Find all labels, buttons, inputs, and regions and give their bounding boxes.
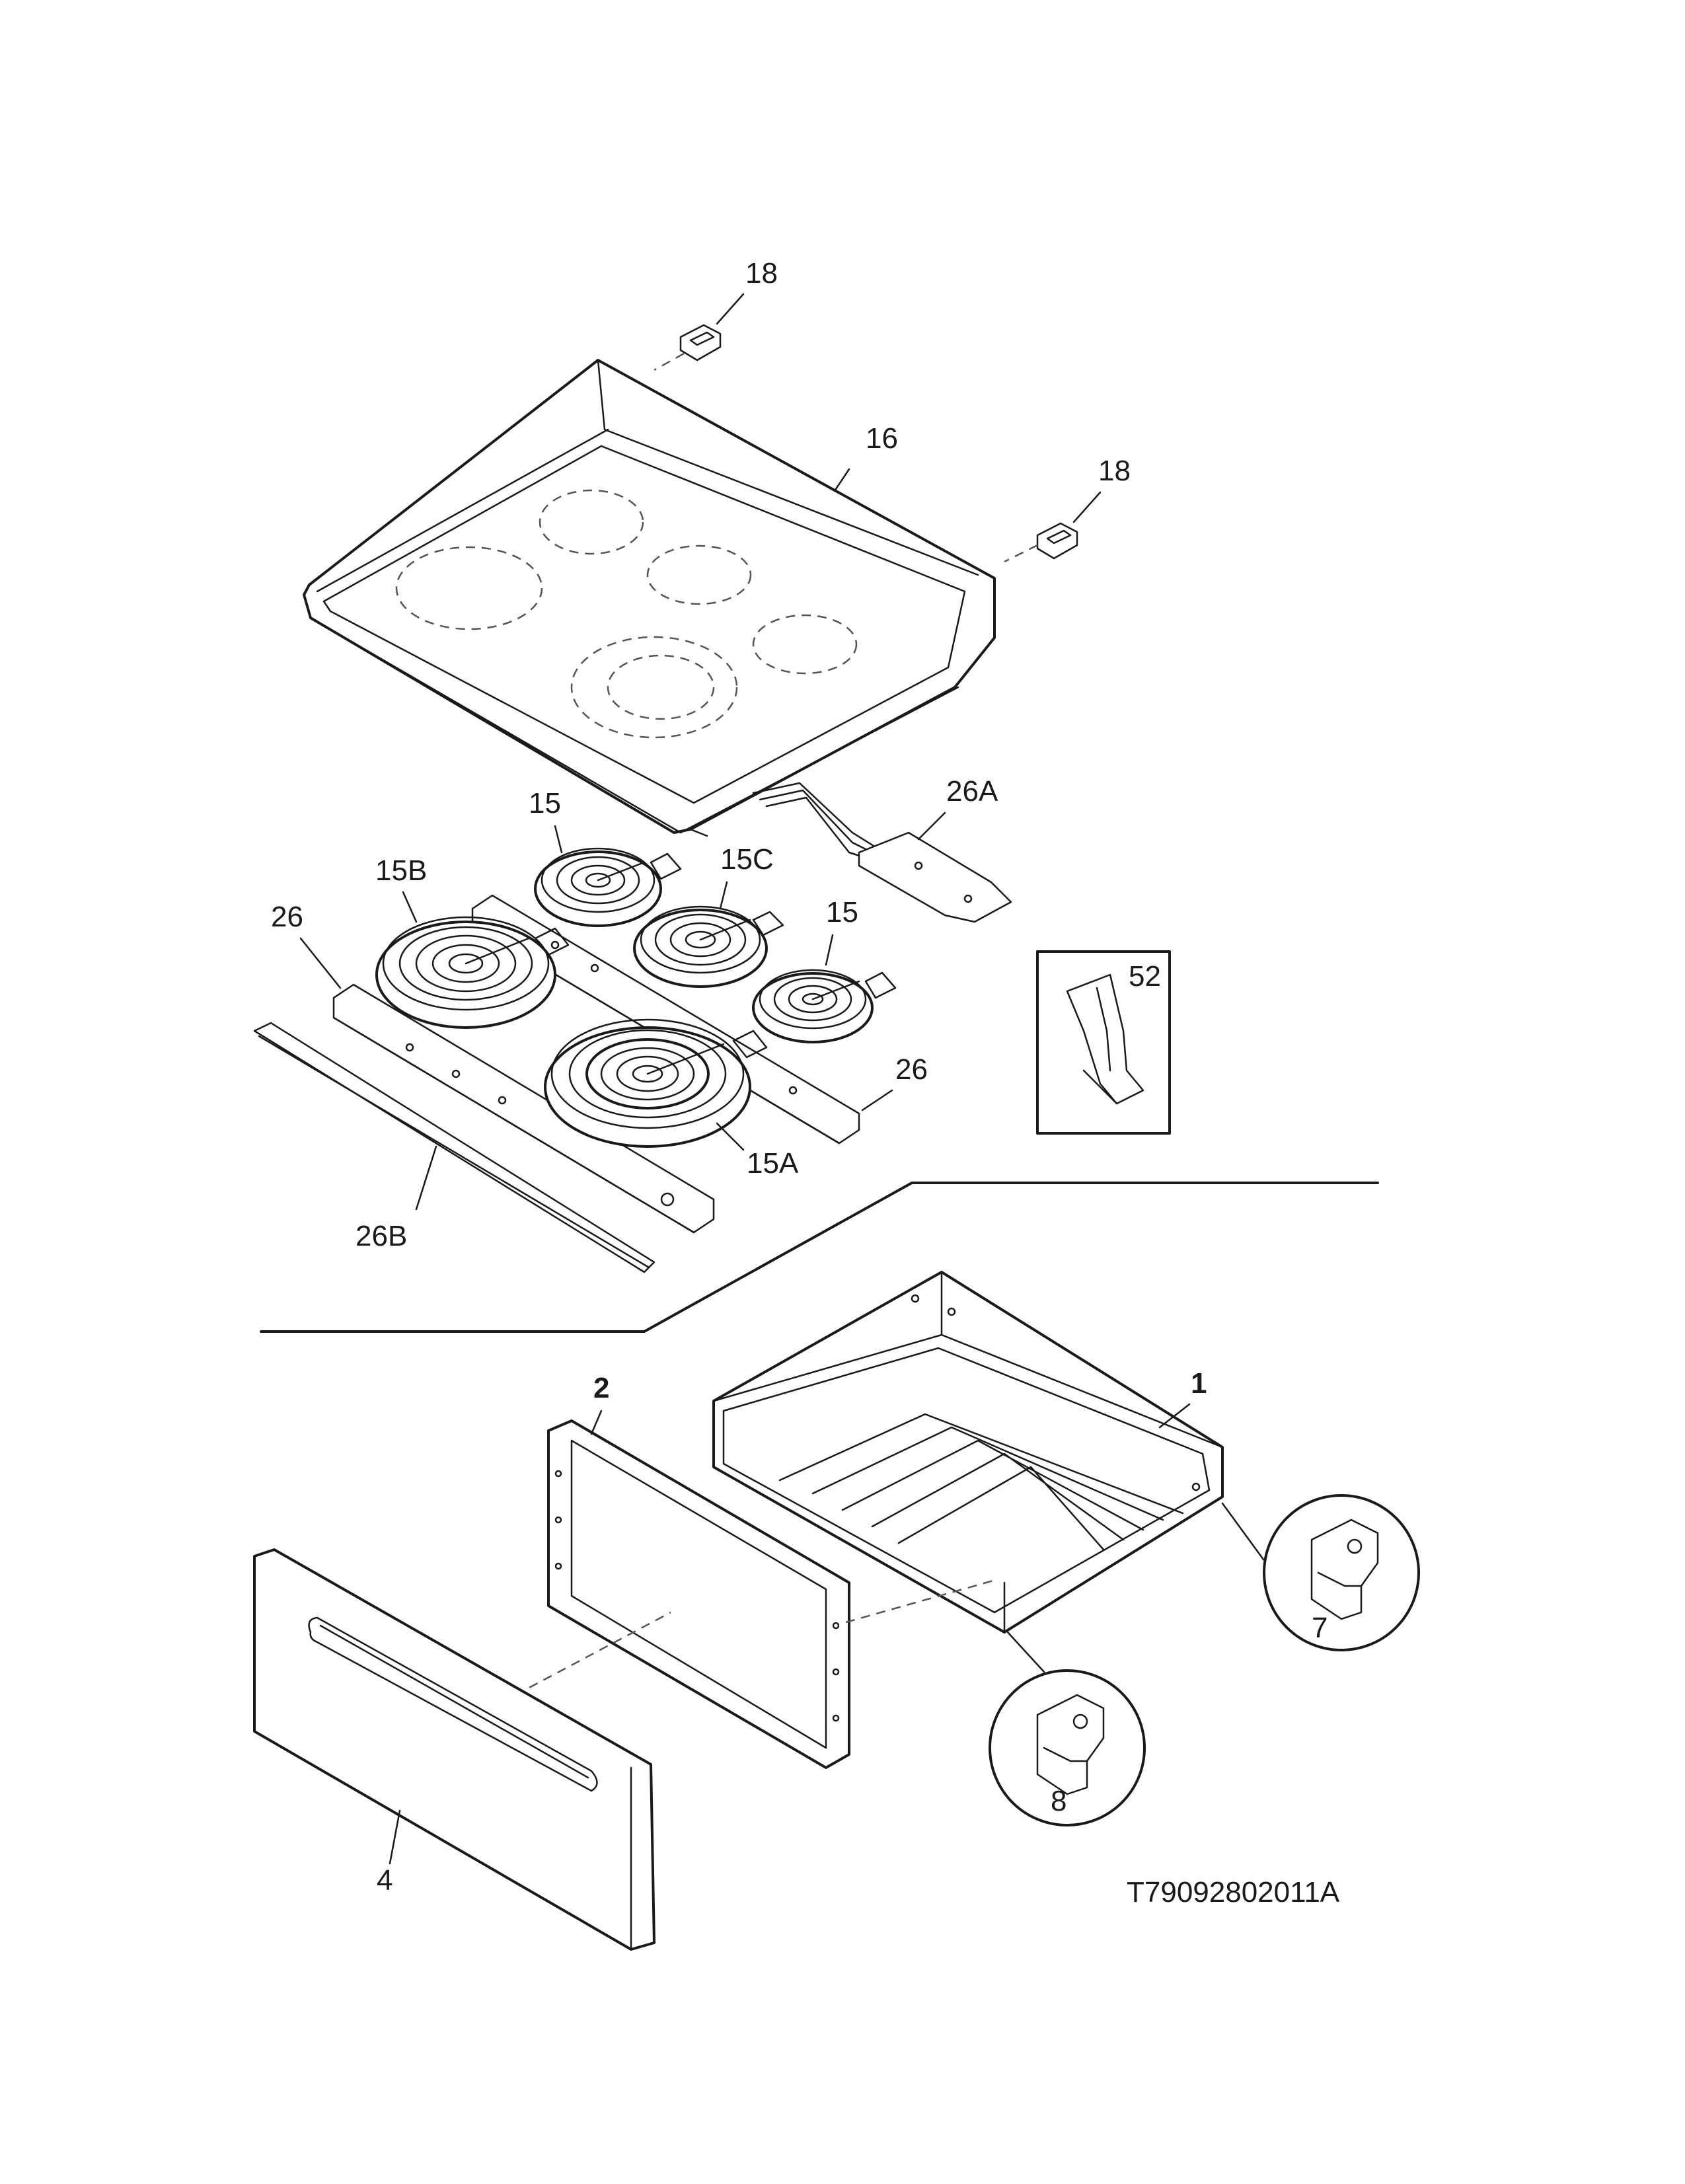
label-element-left-large: 15B: [375, 854, 427, 887]
element-15b-left-large: 15B: [375, 854, 570, 1029]
label-element-front-dual: 15A: [747, 1147, 799, 1180]
label-element-bracket-right: 26: [895, 1053, 928, 1086]
label-drawer-body: 1: [1191, 1367, 1207, 1400]
drawer-front: 4: [253, 1548, 655, 1951]
bracket-18-right: 18: [1004, 455, 1131, 563]
drawer-liner: 2: [515, 1372, 998, 1769]
drawer-body: 1: [712, 1271, 1224, 1634]
element-15c-center: 15C: [633, 843, 784, 988]
label-wire-harness: 26A: [946, 775, 998, 808]
clip-inset-52: 52: [1036, 950, 1171, 1135]
element-15a-front-dual: 15A: [544, 1018, 799, 1180]
element-15-right-small: 15: [752, 896, 897, 1043]
label-element-top-small: 15: [529, 787, 561, 819]
roller-inset-8: 8: [989, 1631, 1146, 1826]
label-clip-inset: 52: [1129, 960, 1161, 993]
wire-harness: 26A: [752, 775, 1012, 923]
label-element-bracket-left: 26: [271, 901, 303, 933]
cooktop-glass: 16: [303, 359, 996, 837]
label-drawer-front: 4: [377, 1864, 393, 1897]
label-element-right-small: 15: [826, 896, 858, 928]
element-bracket-rails: 26 26: [271, 894, 928, 1234]
label-roller-left: 8: [1051, 1785, 1067, 1817]
part-number: T79092802011A: [1127, 1876, 1340, 1908]
label-element-center: 15C: [720, 843, 774, 876]
section-divider: [260, 1182, 1379, 1333]
label-trim-strip: 26B: [356, 1220, 407, 1252]
label-bracket-18-right: 18: [1098, 455, 1131, 487]
label-drawer-liner: 2: [593, 1372, 609, 1404]
roller-inset-7: 7: [1221, 1494, 1420, 1651]
label-bracket-18-left: 18: [745, 257, 778, 289]
label-cooktop-glass: 16: [866, 422, 898, 455]
trim-strip: 26B: [253, 1022, 655, 1273]
bracket-18-left: 18: [654, 257, 778, 371]
label-roller-right: 7: [1312, 1612, 1328, 1644]
element-15-top-small: 15: [529, 787, 682, 927]
